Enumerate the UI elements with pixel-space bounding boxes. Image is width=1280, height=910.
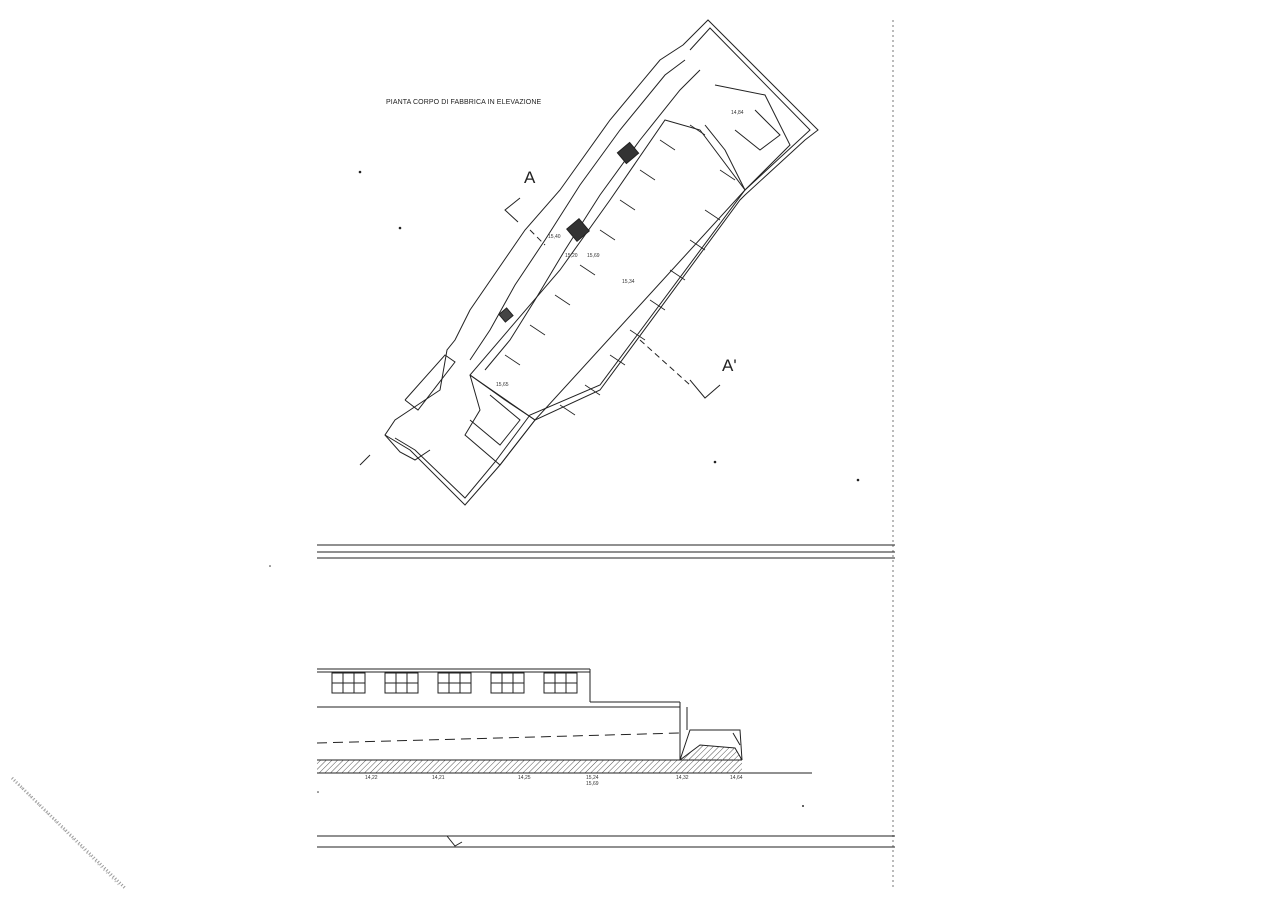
plan-corridor-line-2	[484, 69, 701, 371]
plan-room-upper	[704, 84, 791, 191]
window-1	[331, 672, 366, 694]
section-level-2: 14,21	[432, 775, 445, 781]
plan-pillar-2	[566, 218, 590, 242]
elevation-label-left-a: 15,40	[548, 234, 561, 240]
elevation-windows	[331, 672, 578, 694]
section-level-6: 14,32	[676, 775, 689, 781]
plan-room-lower-inner	[469, 394, 521, 446]
plan-main-hall	[469, 119, 746, 421]
plan-appendage	[404, 354, 456, 411]
ground-hatch	[317, 760, 742, 773]
plan-corridor-line	[469, 59, 686, 361]
section-label-start: A	[524, 168, 536, 187]
section-label-end: A'	[722, 356, 737, 375]
elevation-label-center: 15,34	[622, 279, 635, 285]
scan-edge-shadow	[10, 776, 127, 890]
window-5	[543, 672, 578, 694]
elevation-label-top-room: 14,84	[731, 110, 744, 116]
window-4	[490, 672, 525, 694]
separator-lines	[317, 544, 895, 559]
plan-title: PIANTA CORPO DI FABBRICA IN ELEVAZIONE	[386, 99, 542, 106]
elevation-dashed-line	[316, 732, 681, 744]
section-line-a	[504, 197, 721, 399]
plan-wall-ticks	[504, 124, 736, 416]
plan-pillar-1	[616, 141, 640, 165]
section-elevation	[316, 668, 812, 774]
elevation-label-left-c: 15,69	[587, 253, 600, 259]
section-level-3: 14,25	[518, 775, 531, 781]
window-3	[437, 672, 472, 694]
floor-plan	[358, 19, 860, 506]
elevation-label-left-b: 15,20	[565, 253, 578, 259]
section-level-4: 15,24	[586, 775, 599, 781]
section-level-1: 14,22	[365, 775, 378, 781]
elevation-label-bottom: 15,65	[496, 382, 509, 388]
section-level-5: 15,69	[586, 781, 599, 787]
elevation-annex	[679, 729, 743, 761]
window-2	[384, 672, 419, 694]
plan-inner-outline	[394, 27, 811, 499]
plan-room-upper-inner	[734, 109, 781, 151]
plan-pillar-3	[498, 307, 514, 323]
plan-appendage-2	[384, 434, 431, 461]
section-level-7: 14,64	[730, 775, 743, 781]
bottom-separator	[317, 835, 895, 848]
plan-room-lower	[464, 374, 536, 466]
